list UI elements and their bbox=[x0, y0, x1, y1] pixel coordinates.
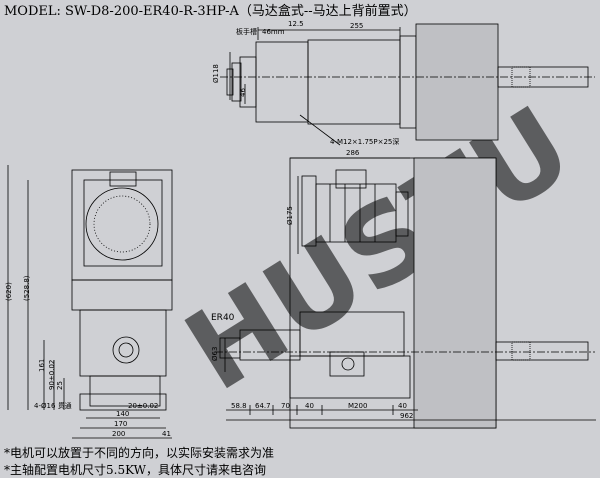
label-holes: 4-Ø16 贯通 bbox=[34, 401, 72, 410]
dim-12-5: 12.5 bbox=[288, 20, 304, 28]
side-view bbox=[215, 157, 596, 429]
note-motor-orientation: *电机可以放置于不同的方向，以实际安装需求为准 bbox=[4, 446, 275, 460]
dim-40b: 40 bbox=[398, 402, 407, 410]
dim-41: 41 bbox=[162, 430, 171, 438]
model-title: MODEL: SW-D8-200-ER40-R-3HP-A（马达盒式--马达上背… bbox=[4, 4, 417, 19]
dim-20: 20±0.02 bbox=[128, 402, 158, 410]
note-motor-size: *主轴配置电机尺寸5.5KW，具体尺寸请来电咨询 bbox=[4, 463, 266, 477]
dim-90: 90±0.02 bbox=[48, 360, 56, 390]
dim-255: 255 bbox=[350, 22, 363, 30]
front-view bbox=[7, 165, 173, 439]
label-er40: ER40 bbox=[211, 313, 235, 323]
dim-phi118: Ø118 bbox=[212, 64, 220, 83]
dim-phi175: Ø175 bbox=[286, 206, 294, 225]
dim-70: 70 bbox=[281, 402, 290, 410]
dim-528-8: (528.8) bbox=[23, 275, 31, 301]
dim-64-7: 64.7 bbox=[255, 402, 271, 410]
dim-phi63: Ø63 bbox=[211, 347, 219, 361]
label-wrench-slot: 板手槽 bbox=[236, 27, 257, 36]
dim-46: 46 bbox=[239, 88, 247, 97]
dim-200: 200 bbox=[112, 430, 125, 438]
dim-962: 962 bbox=[400, 412, 413, 420]
dim-58-8: 58.8 bbox=[231, 402, 247, 410]
top-view bbox=[220, 23, 595, 146]
watermark-text: HUSTU bbox=[164, 82, 592, 416]
dim-170: 170 bbox=[114, 420, 127, 428]
dim-140: 140 bbox=[116, 410, 129, 418]
dim-40a: 40 bbox=[305, 402, 314, 410]
label-thread: 4-M12×1.75P×25深 bbox=[330, 137, 399, 146]
dim-25: 25 bbox=[56, 381, 64, 390]
dim-620: (620) bbox=[5, 282, 13, 301]
dim-286: 286 bbox=[346, 149, 360, 157]
label-46mm: 46mm bbox=[262, 28, 285, 36]
dim-m200: M200 bbox=[348, 402, 367, 410]
dim-161: 161 bbox=[38, 359, 46, 372]
